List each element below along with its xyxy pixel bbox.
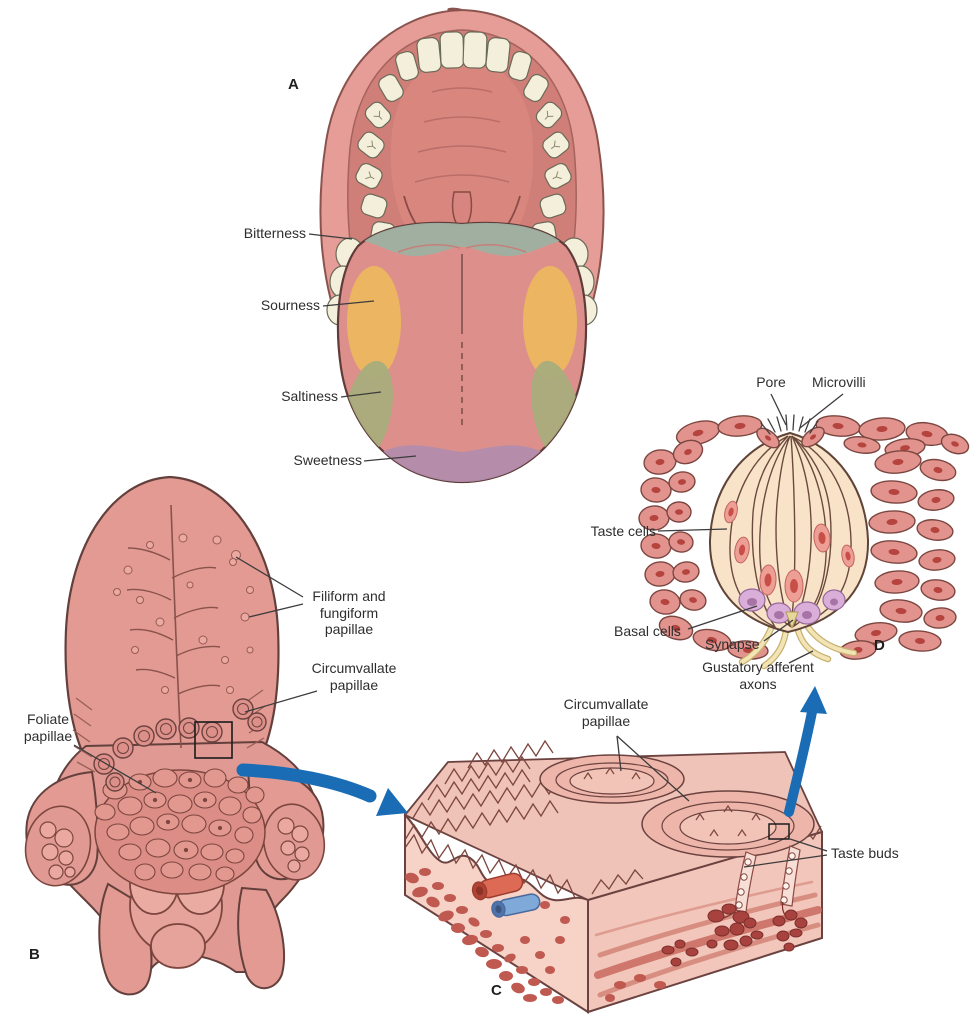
label-bitterness: Bitterness bbox=[243, 225, 306, 241]
inset-box-c bbox=[768, 823, 790, 840]
panel-a-mouth bbox=[319, 7, 605, 484]
taste-cell-nuclei bbox=[724, 500, 855, 603]
blood-vessel-red bbox=[471, 872, 524, 901]
zoom-arrow-c-to-d-icon bbox=[784, 686, 827, 817]
panel-letter-b: B bbox=[29, 946, 40, 963]
label-synapse: Synapse bbox=[705, 636, 760, 652]
lingual-tonsil-cobblestones bbox=[94, 768, 265, 882]
lamina-propria-mottle bbox=[405, 868, 666, 1004]
pointer-lines bbox=[73, 233, 844, 868]
palate-rugae bbox=[414, 87, 510, 183]
panel-b-tongue bbox=[24, 475, 326, 996]
taste-zone-sour-right bbox=[523, 266, 577, 378]
blood-vessel-blue bbox=[491, 893, 541, 918]
microvilli-strokes bbox=[760, 414, 819, 435]
pore-flanking-cells bbox=[756, 426, 825, 449]
basal-cells bbox=[738, 588, 846, 625]
label-foliate-papillae: Foliate papillae bbox=[23, 711, 73, 744]
zoom-arrow-b-to-c-icon bbox=[236, 763, 408, 816]
palate bbox=[390, 58, 534, 232]
label-pore: Pore bbox=[756, 374, 786, 390]
fungiform-papillae-dots bbox=[113, 533, 254, 694]
tongue-midline bbox=[397, 244, 527, 428]
circumvallate-papillae-row bbox=[93, 698, 267, 792]
label-sweetness: Sweetness bbox=[293, 452, 362, 468]
label-taste-cells: Taste cells bbox=[590, 523, 656, 539]
panel-letter-d: D bbox=[874, 637, 885, 654]
median-sulcus-fissures bbox=[126, 504, 221, 749]
label-sourness: Sourness bbox=[260, 297, 320, 313]
panel-letter-c: C bbox=[491, 982, 502, 999]
gustatory-axons bbox=[738, 622, 858, 670]
inset-box-b bbox=[194, 721, 233, 759]
circumvallate-dome-front bbox=[641, 790, 815, 858]
panel-d-taste-bud bbox=[638, 414, 970, 670]
label-gustatory-afferent-axons: Gustatory afferent axons bbox=[702, 659, 814, 692]
palatine-tonsil-right bbox=[262, 803, 326, 881]
bottom-lobe-right bbox=[237, 886, 285, 990]
label-microvilli: Microvilli bbox=[812, 374, 866, 390]
block-top-surface bbox=[403, 751, 824, 901]
label-saltiness: Saltiness bbox=[281, 388, 338, 404]
label-basal-cells: Basal cells bbox=[614, 623, 681, 639]
circumvallate-dome-back bbox=[539, 754, 685, 804]
palatine-tonsil-left bbox=[24, 805, 92, 887]
taste-zone-sour-left bbox=[347, 266, 401, 378]
label-filiform-fungiform-papillae: Filiform and fungiform papillae bbox=[312, 588, 386, 638]
nerve-clusters bbox=[661, 903, 808, 967]
label-circumvallate-papillae-c: Circumvallate papillae bbox=[563, 696, 649, 729]
panel-letter-a: A bbox=[288, 76, 299, 93]
panel-c-section bbox=[403, 739, 824, 1014]
epithelial-cells bbox=[638, 415, 970, 660]
upper-teeth bbox=[355, 31, 572, 245]
label-taste-buds: Taste buds bbox=[831, 845, 899, 861]
side-striations bbox=[72, 689, 267, 773]
label-circumvallate-papillae-b: Circumvallate papillae bbox=[311, 660, 397, 693]
